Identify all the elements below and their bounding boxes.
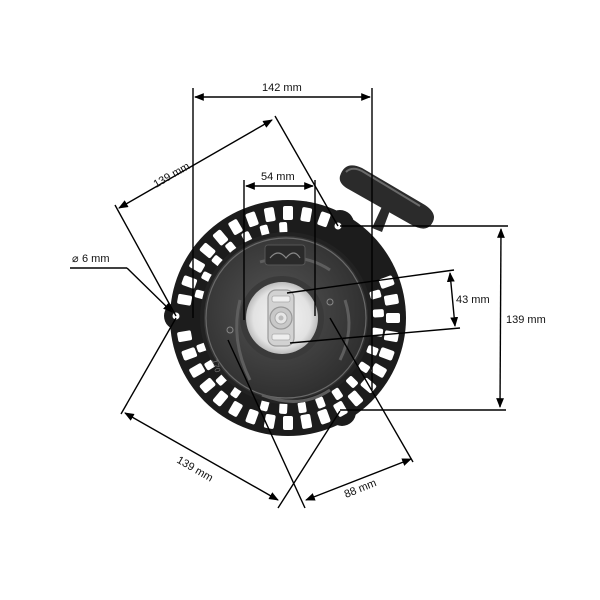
diameter-symbol-icon: ⌀ [72, 253, 79, 265]
dimension-hole-leader [70, 267, 173, 313]
label-hole-size: 6 mm [82, 253, 110, 265]
label-inner-width: 54 mm [261, 171, 295, 183]
starter-illustration: 170 [164, 165, 434, 436]
label-hole-diameter: ⌀ 6 mm [72, 253, 110, 265]
pull-handle [339, 165, 434, 232]
center-hub [240, 276, 324, 360]
dimension-right-height [340, 225, 508, 411]
label-diagonal-upper: 139 mm [152, 160, 192, 190]
embossed-text: 170 [210, 358, 222, 374]
label-lower-right: 88 mm [343, 477, 379, 501]
label-hub-height: 43 mm [456, 294, 490, 306]
dimension-lower-right [227, 317, 414, 509]
dimension-diagonal-upper [114, 115, 339, 317]
label-right-height: 139 mm [506, 314, 546, 326]
dimension-hub-height [286, 269, 461, 344]
label-top-width: 142 mm [262, 82, 302, 94]
dimension-lines [70, 88, 508, 509]
label-diagonal-lower: 139 mm [175, 454, 215, 484]
dimension-inner-width [243, 180, 316, 320]
